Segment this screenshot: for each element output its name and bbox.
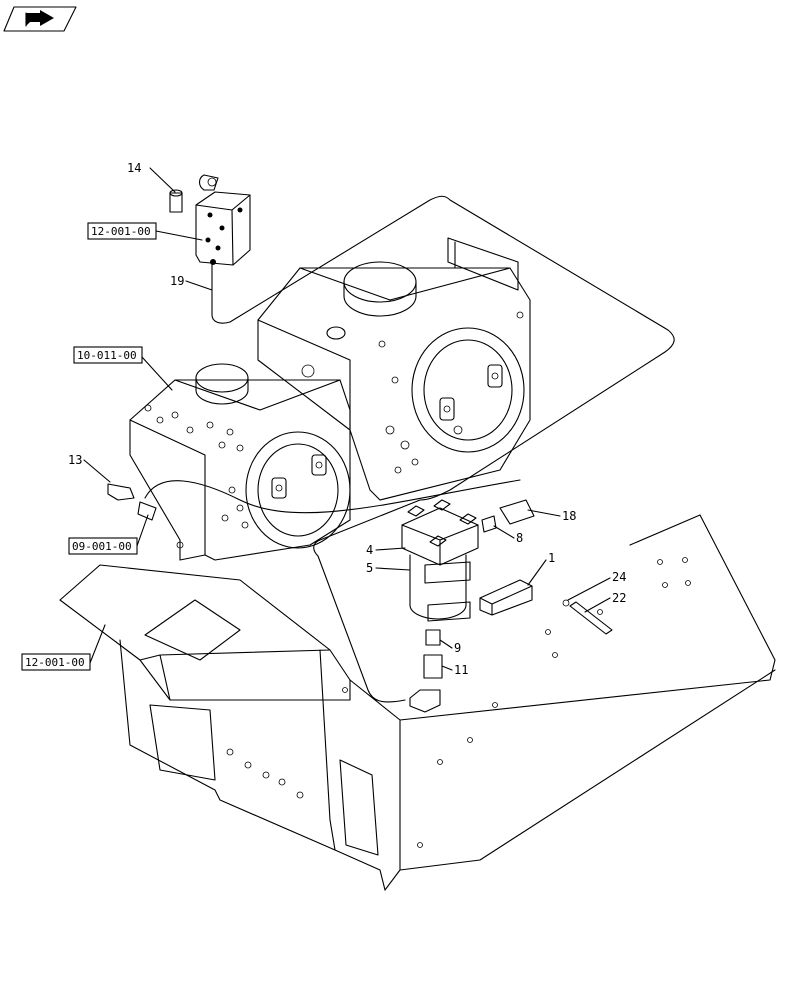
callout-5[interactable]: 5 xyxy=(366,561,411,575)
hose-routes xyxy=(144,195,675,703)
callout-1[interactable]: 1 xyxy=(527,551,555,586)
callout-label: 14 xyxy=(127,161,141,175)
ref-label: 12-001-00 xyxy=(25,656,85,669)
callout-label: 9 xyxy=(454,641,461,655)
callout-label: 18 xyxy=(562,509,576,523)
callout-label: 5 xyxy=(366,561,373,575)
ref-box-10-011-00[interactable]: 10-011-00 xyxy=(73,346,173,391)
frame-structure xyxy=(59,514,776,891)
callout-label: 22 xyxy=(612,591,626,605)
callout-label: 1 xyxy=(548,551,555,565)
ref-box-09-001-00[interactable]: 09-001-00 xyxy=(68,514,149,555)
callout-14[interactable]: 14 xyxy=(127,161,176,193)
ref-label: 12-001-00 xyxy=(91,225,151,238)
callout-11[interactable]: 11 xyxy=(441,663,468,677)
callout-label: 13 xyxy=(68,453,82,467)
pump-rear-block xyxy=(257,237,531,501)
callout-label: 11 xyxy=(454,663,468,677)
callout-label: 8 xyxy=(516,531,523,545)
callout-label: 19 xyxy=(170,274,184,288)
callout-13[interactable]: 13 xyxy=(68,453,111,483)
ref-box-12-001-00-top[interactable]: 12-001-00 xyxy=(87,222,203,241)
callout-8[interactable]: 8 xyxy=(493,525,523,545)
callout-label: 24 xyxy=(612,570,626,584)
callout-22[interactable]: 22 xyxy=(584,591,626,613)
callout-19[interactable]: 19 xyxy=(170,274,213,291)
callout-4[interactable]: 4 xyxy=(366,543,406,557)
fittings xyxy=(107,483,613,635)
ref-box-12-001-00-bottom[interactable]: 12-001-00 xyxy=(21,624,106,671)
callout-9[interactable]: 9 xyxy=(439,639,461,655)
nav-arrow-icon[interactable] xyxy=(3,6,77,32)
filter-assembly xyxy=(401,499,533,713)
valve-block xyxy=(169,174,251,266)
ref-label: 10-011-00 xyxy=(77,349,137,362)
callout-18[interactable]: 18 xyxy=(527,509,576,523)
callout-label: 4 xyxy=(366,543,373,557)
callout-24[interactable]: 24 xyxy=(567,570,626,601)
ref-label: 09-001-00 xyxy=(72,540,132,553)
pump-front-block xyxy=(129,363,351,561)
